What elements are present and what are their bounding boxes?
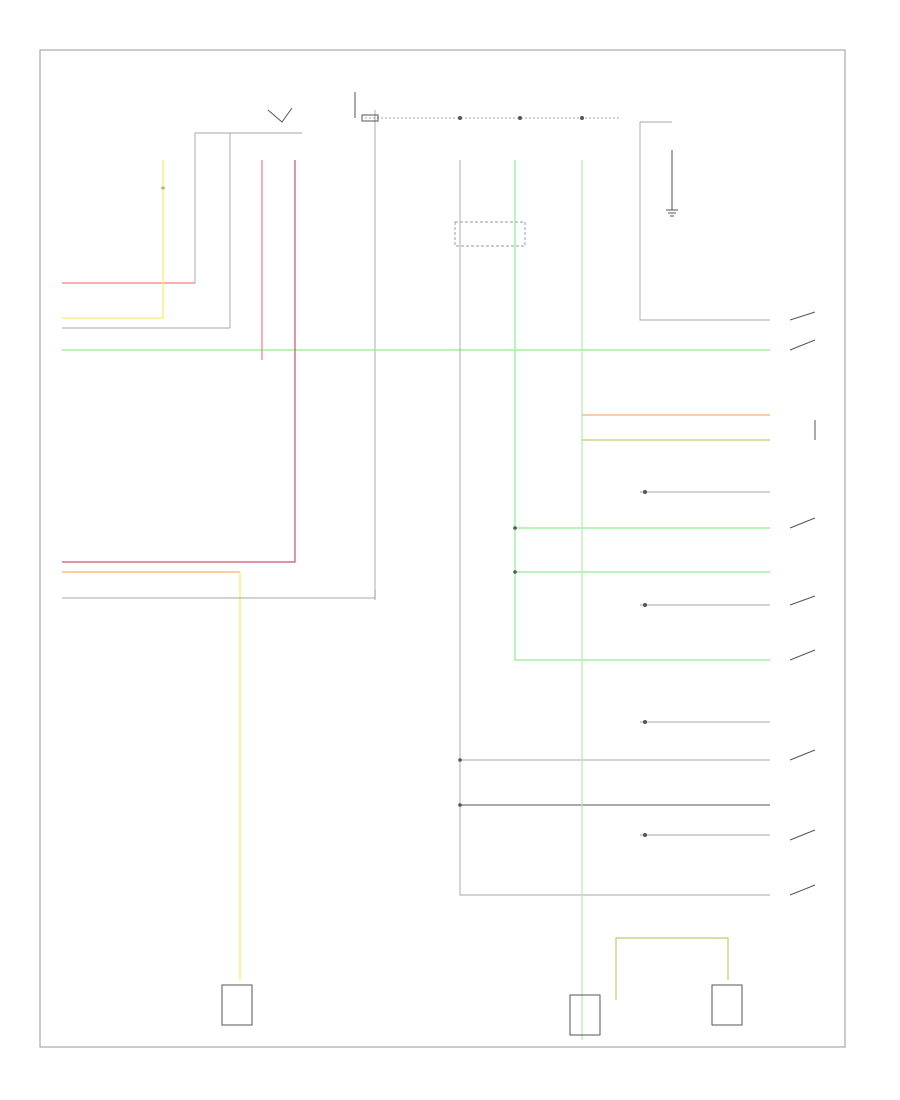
- bus-node: [458, 116, 462, 120]
- splice-dot: [458, 758, 462, 762]
- connector-icon: [643, 833, 647, 837]
- wire-gray-trunk: [459, 160, 770, 896]
- connector-icon: [361, 114, 379, 122]
- wire-red-long: [62, 160, 296, 563]
- ground-icon: [666, 209, 678, 217]
- top-left-components: [161, 107, 376, 600]
- splice-dot: [513, 570, 517, 574]
- splice-dot: [458, 803, 462, 807]
- wire-olive-bottom: [615, 937, 729, 1000]
- control-module: [569, 994, 601, 1036]
- wire-gray-right: [639, 122, 770, 321]
- wire-yellow-top: [62, 160, 164, 319]
- connector-icon: [643, 720, 647, 724]
- switch-icon: [789, 595, 816, 606]
- switch-icon: [789, 829, 816, 841]
- bus-node: [518, 116, 522, 120]
- switch-icon: [789, 749, 816, 761]
- switch-icon: [789, 649, 816, 661]
- splice-dot: [513, 526, 517, 530]
- switch-icon: [789, 517, 816, 529]
- sensor-left: [221, 984, 253, 1026]
- junction-connector: [454, 221, 526, 247]
- bus-node: [580, 116, 584, 120]
- right-switch-column: [640, 311, 816, 896]
- connector-icon: [643, 603, 647, 607]
- sensor-right: [711, 984, 743, 1026]
- switch-icon: [789, 339, 816, 351]
- wire-gray-h2: [62, 590, 376, 599]
- connector-icon: [643, 490, 647, 494]
- switch-icon: [267, 107, 293, 123]
- switch-icon: [789, 311, 816, 321]
- wire-green-vertical: [514, 160, 770, 661]
- diagram-frame: [39, 49, 846, 1048]
- switch-icon: [789, 884, 816, 896]
